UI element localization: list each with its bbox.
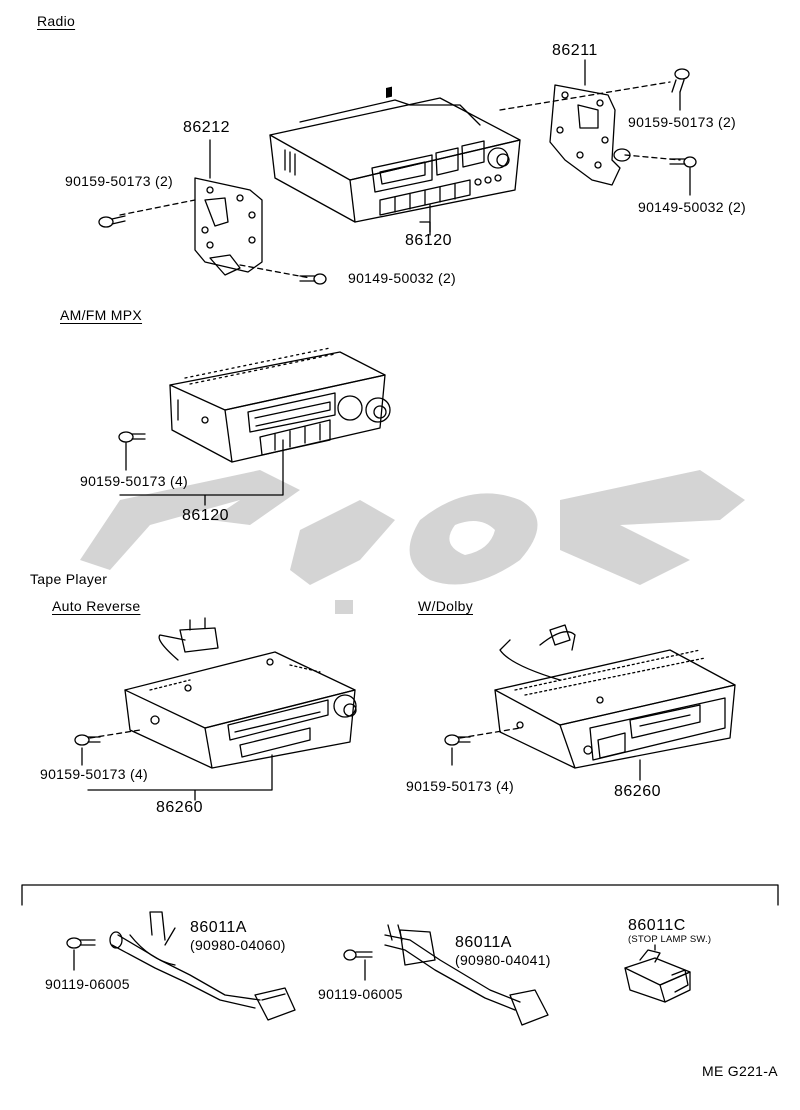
label-radio-screw-left-bottom: 90149-50032 (2) — [348, 270, 457, 286]
amfm-unit-86120 — [169, 347, 391, 463]
screw-right-top — [671, 68, 690, 111]
diagram-code: ME G221-A — [702, 1063, 778, 1079]
section-w-dolby-title: W/Dolby — [418, 598, 473, 614]
label-radio-screw-right-bottom: 90149-50032 (2) — [638, 199, 747, 215]
bottom-bracket-frame — [21, 884, 779, 906]
bracket-86212 — [194, 139, 263, 276]
dolby-unit-86260 — [494, 624, 736, 769]
section-amfm-title: AM/FM MPX — [60, 307, 143, 323]
label-wire1-part: 86011A — [190, 919, 247, 936]
label-radio-86120: 86120 — [405, 232, 452, 249]
line-art — [21, 59, 779, 1026]
label-86211: 86211 — [552, 42, 598, 59]
section-tape-player-title: Tape Player — [30, 571, 108, 587]
screw-left-bottom — [299, 273, 327, 285]
label-86212: 86212 — [183, 119, 230, 136]
bracket-86211 — [549, 59, 631, 186]
label-switch-note: (STOP LAMP SW.) — [628, 934, 712, 945]
label-switch-part: 86011C — [628, 917, 686, 934]
label-ar-screw: 90159-50173 (4) — [40, 766, 149, 782]
label-amfm-screw: 90159-50173 (4) — [80, 473, 189, 489]
watermark-logo — [80, 470, 745, 614]
label-wire2-screw: 90119-06005 — [318, 986, 403, 1002]
wire-harness-1 — [109, 911, 296, 1021]
label-amfm-86120: 86120 — [182, 507, 229, 524]
stop-lamp-switch — [624, 949, 691, 1003]
radio-unit-86120 — [269, 97, 521, 233]
label-wire1-sub: (90980-04060) — [190, 937, 286, 953]
label-dolby-screw: 90159-50173 (4) — [406, 778, 515, 794]
screw-path-left — [119, 199, 196, 216]
wire1-screw — [66, 937, 96, 971]
wire2-screw — [343, 949, 373, 981]
wire-harness-2 — [384, 924, 549, 1026]
screw-right-bottom — [669, 156, 697, 196]
dolby-screw — [444, 734, 471, 766]
amfm-screw — [118, 431, 146, 471]
label-radio-screw-left: 90159-50173 (2) — [65, 173, 174, 189]
section-auto-reverse-title: Auto Reverse — [52, 598, 141, 614]
label-dolby-86260: 86260 — [614, 783, 661, 800]
label-radio-screw-right-top: 90159-50173 (2) — [628, 114, 737, 130]
section-radio-title: Radio — [37, 13, 76, 29]
auto-reverse-unit-86260 — [124, 617, 357, 769]
label-ar-86260: 86260 — [156, 799, 203, 816]
ar-screw — [74, 734, 101, 766]
label-wire2-part: 86011A — [455, 934, 512, 951]
label-wire1-screw: 90119-06005 — [45, 976, 130, 992]
screw-left-top — [98, 215, 126, 228]
label-wire2-sub: (90980-04041) — [455, 952, 551, 968]
